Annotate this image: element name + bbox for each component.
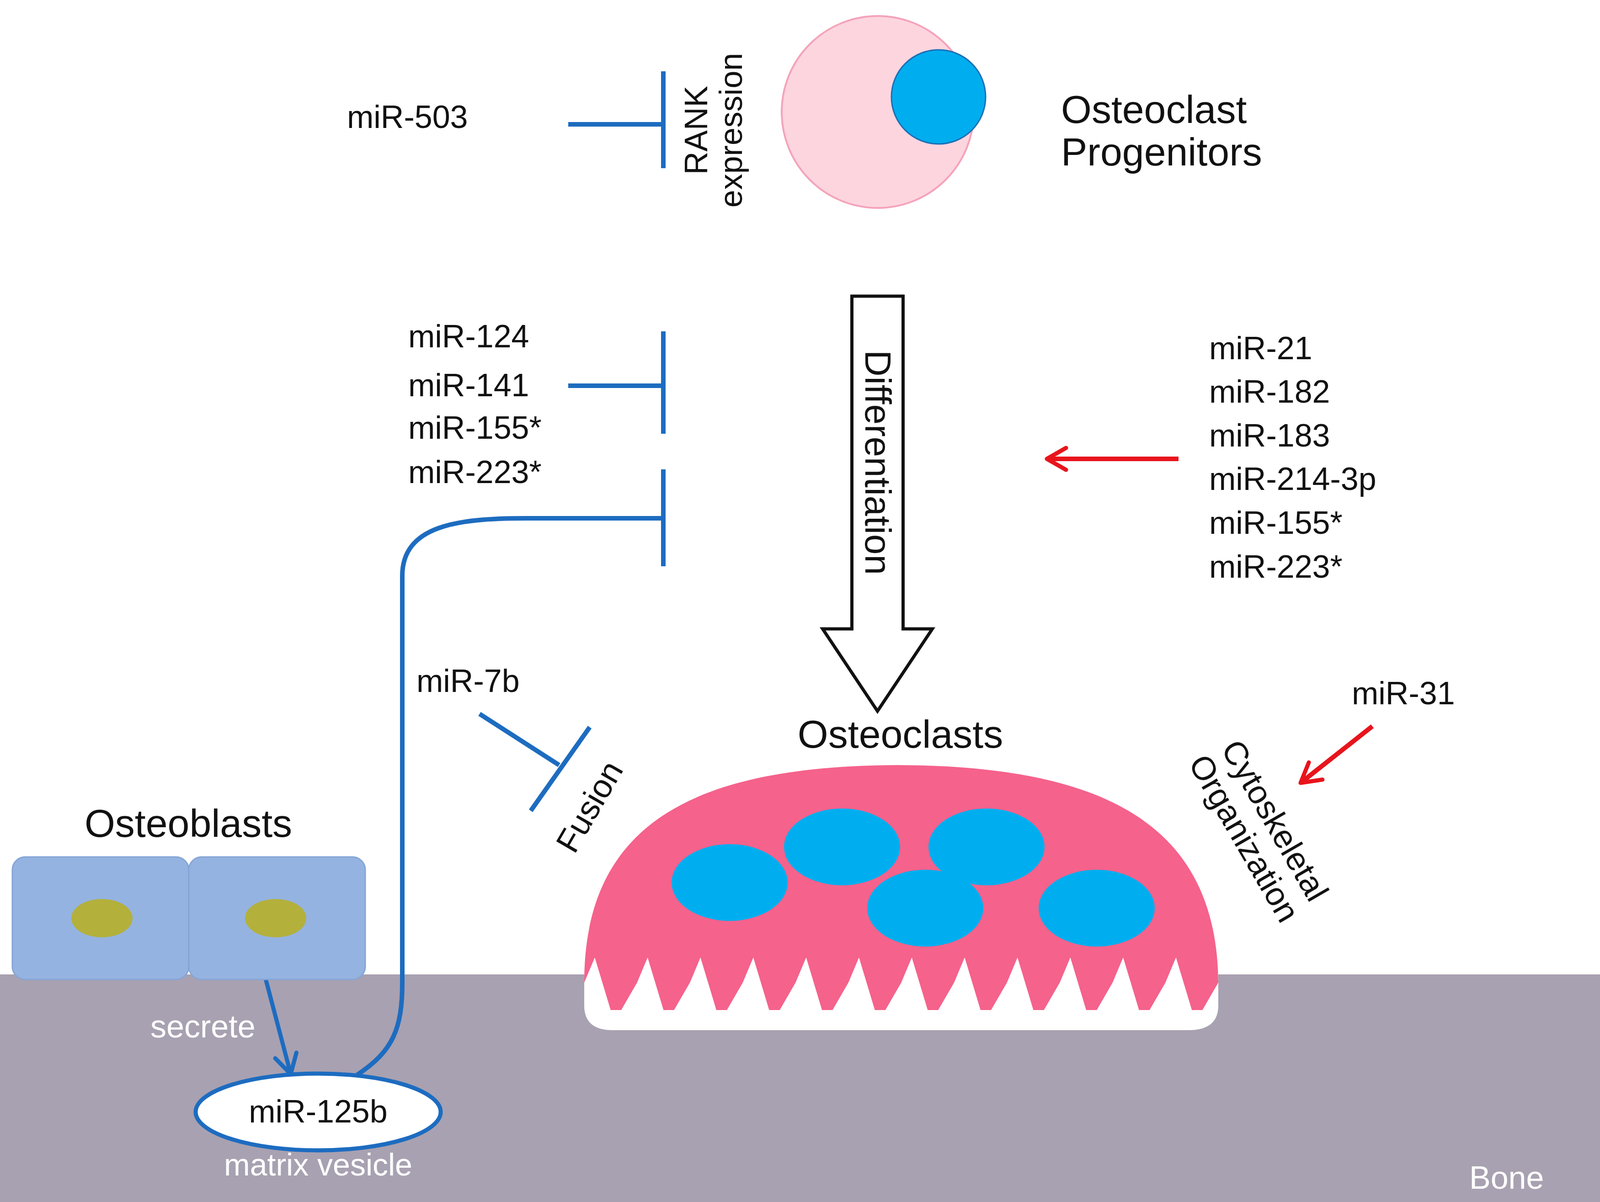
inhibit-line <box>479 714 560 766</box>
mirna-label: miR-155* <box>408 410 542 446</box>
cell-label: Osteoclasts <box>576 713 1225 756</box>
nucleus <box>245 899 307 938</box>
nucleus <box>784 808 901 886</box>
mirna-label: miR-182 <box>1209 374 1331 410</box>
cell-body <box>584 765 1219 1011</box>
promote-arrow <box>1300 726 1373 784</box>
edge-label: secrete <box>150 1009 256 1045</box>
osteoblast-cells-group <box>12 857 366 980</box>
nucleus <box>867 869 984 947</box>
cell-label: Osteoblasts <box>12 802 365 845</box>
mirna-label: miR-503 <box>346 100 469 135</box>
cell-node: Osteoclasts <box>576 713 1225 1034</box>
mirna-label: miR-7b <box>416 664 520 699</box>
mirna-label: miR-183 <box>1209 418 1331 454</box>
differentiation-arrow <box>822 296 933 712</box>
osteoclast-cell-group <box>584 765 1219 1031</box>
nucleus <box>71 899 133 938</box>
mirna-label: miR-223* <box>408 455 542 491</box>
vesicle-label: matrix vesicle <box>124 1148 512 1182</box>
inhibit-line <box>568 122 664 127</box>
osteoclast-cell <box>576 713 1225 1034</box>
target-label: RANK expression <box>679 34 749 227</box>
nucleus <box>891 49 986 144</box>
promotion-arrows <box>1046 458 1373 784</box>
cell-body <box>188 857 366 980</box>
process-label: Fusion <box>549 755 630 859</box>
cell-label: Osteoclast Progenitors <box>1061 88 1318 174</box>
secretion-arrow <box>265 979 291 1075</box>
region-label: Bone <box>1469 1161 1544 1196</box>
nucleus <box>671 844 788 922</box>
mirna-label: miR-31 <box>1351 676 1456 712</box>
edge-label: Differentiation <box>859 350 896 576</box>
mirna-label: miR-155* <box>1209 506 1343 541</box>
vesicle-content: miR-125b <box>193 1094 443 1130</box>
cell-node: Osteoblasts <box>12 802 365 980</box>
mirna-label: miR-214-3p <box>1209 462 1377 497</box>
cell-node: miR-125bmatrix vesicle <box>193 1071 443 1153</box>
inhibit-bar <box>661 469 666 567</box>
inhibit-bar <box>661 331 666 434</box>
cell-node: Osteoclast Progenitors <box>780 15 975 210</box>
cell-body <box>12 857 189 980</box>
progenitor-cell <box>780 15 975 210</box>
promote-arrow <box>1046 456 1179 462</box>
mirna-label: miR-124 <box>408 319 530 355</box>
inhibit-line <box>568 383 664 389</box>
inhibit-bar <box>661 71 666 169</box>
nucleus <box>1038 869 1155 947</box>
mirna-label: miR-141 <box>408 368 530 404</box>
progenitor-cell-group <box>781 16 986 208</box>
mirna-label: miR-21 <box>1209 331 1313 367</box>
mirna-label: miR-223* <box>1209 549 1343 585</box>
